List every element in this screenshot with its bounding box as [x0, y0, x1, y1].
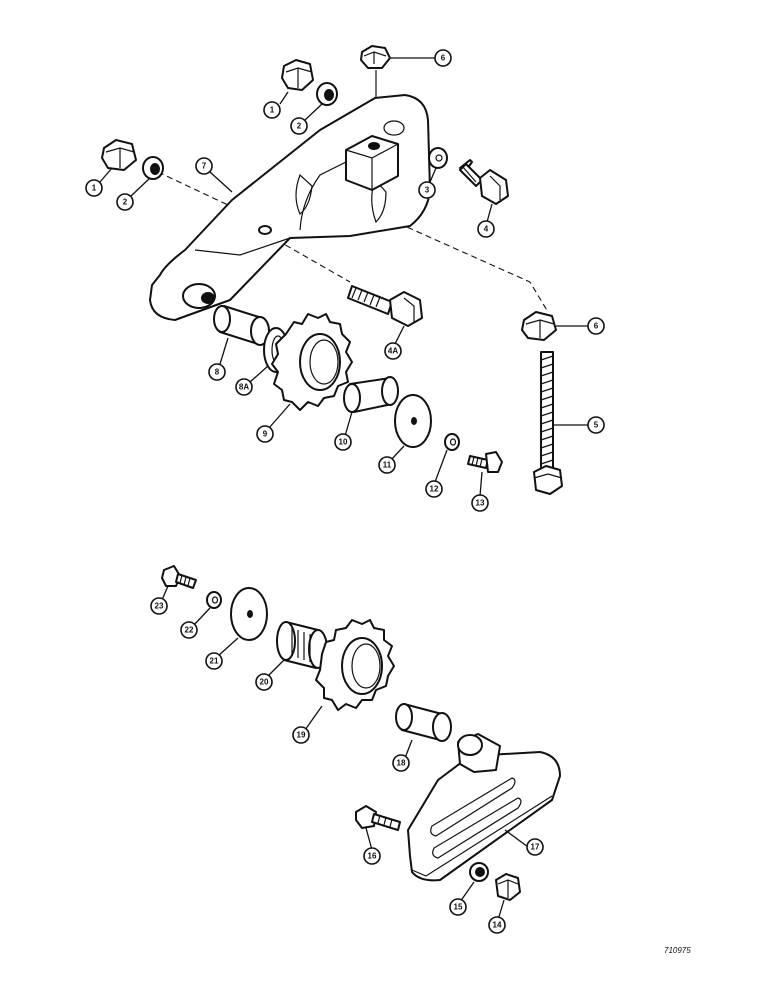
callout-23: 23: [150, 597, 168, 615]
long-bolt-5: [533, 351, 563, 495]
callout-20: 20: [255, 673, 273, 691]
callout-1-upper: 1: [263, 101, 281, 119]
svg-text:3: 3: [425, 186, 430, 195]
callout-14: 14: [488, 916, 506, 934]
bushing-8: [213, 305, 270, 346]
svg-text:14: 14: [493, 921, 502, 930]
idler-bracket: [149, 94, 431, 321]
svg-text:5: 5: [594, 421, 599, 430]
idler-arm-17: [407, 733, 561, 882]
svg-text:1: 1: [270, 106, 275, 115]
svg-text:6: 6: [441, 54, 446, 63]
washer-11: [394, 394, 432, 448]
svg-text:9: 9: [263, 430, 268, 439]
callout-6-right: 6: [587, 317, 605, 335]
svg-text:2: 2: [123, 198, 128, 207]
svg-text:18: 18: [397, 759, 406, 768]
svg-text:1: 1: [92, 184, 97, 193]
adjuster-block: [345, 135, 399, 191]
nut-14: [495, 873, 521, 901]
cap-screw-23: [161, 565, 197, 589]
washer-2-left: [142, 156, 164, 180]
svg-text:21: 21: [210, 657, 219, 666]
svg-text:8: 8: [215, 368, 220, 377]
callout-12: 12: [425, 480, 443, 498]
callout-17: 17: [526, 838, 544, 856]
callout-9: 9: [256, 425, 274, 443]
washer-21: [230, 587, 268, 641]
reference-code: 710975: [664, 946, 691, 955]
callout-21: 21: [205, 652, 223, 670]
nut-6-top: [360, 45, 391, 69]
svg-text:4A: 4A: [388, 347, 398, 356]
callout-8: 8: [208, 363, 226, 381]
svg-text:12: 12: [430, 485, 439, 494]
leader-lines: [99, 57, 589, 921]
callout-1-left: 1: [85, 179, 103, 197]
callout-16: 16: [363, 847, 381, 865]
bolt-4: [459, 159, 509, 205]
svg-text:11: 11: [383, 461, 392, 470]
callout-4a: 4A: [384, 342, 402, 360]
lock-washer-15: [469, 862, 489, 882]
bolt-4a: [347, 285, 423, 327]
svg-text:22: 22: [185, 626, 194, 635]
callout-2-upper: 2: [290, 117, 308, 135]
callout-4: 4: [477, 220, 495, 238]
callout-13: 13: [471, 494, 489, 512]
callout-7: 7: [195, 157, 213, 175]
needle-bearing-20: [276, 621, 328, 669]
svg-text:16: 16: [368, 852, 377, 861]
svg-text:2: 2: [297, 122, 302, 131]
washer-2-upper: [316, 82, 338, 106]
svg-text:13: 13: [476, 499, 485, 508]
callout-5: 5: [587, 416, 605, 434]
lock-washer-22: [206, 591, 222, 609]
alignment-line-washer-to-bracket: [157, 171, 229, 206]
svg-text:19: 19: [297, 731, 306, 740]
svg-text:23: 23: [155, 602, 164, 611]
svg-text:7: 7: [202, 162, 207, 171]
svg-text:10: 10: [339, 438, 348, 447]
svg-text:20: 20: [260, 678, 269, 687]
callout-3: 3: [418, 181, 436, 199]
svg-text:8A: 8A: [239, 383, 249, 392]
callout-11: 11: [378, 456, 396, 474]
nut-1-upper: [281, 59, 314, 91]
lock-washer-12: [444, 433, 460, 451]
callout-15: 15: [449, 898, 467, 916]
callout-2-left: 2: [116, 193, 134, 211]
washer-3: [428, 147, 448, 169]
nut-1-left: [101, 139, 137, 171]
bushing-18: [395, 703, 452, 742]
svg-text:6: 6: [594, 322, 599, 331]
svg-text:17: 17: [531, 843, 540, 852]
sprocket-9: [271, 313, 353, 411]
cap-screw-13: [467, 451, 503, 473]
bushing-10: [343, 376, 399, 413]
svg-text:4: 4: [484, 225, 489, 234]
alignment-line-bracket-to-nut: [379, 214, 549, 313]
sprocket-19: [315, 619, 395, 711]
nut-6-right: [521, 311, 557, 341]
callout-19: 19: [292, 726, 310, 744]
cap-screw-16: [355, 805, 401, 831]
callout-18: 18: [392, 754, 410, 772]
callout-10: 10: [334, 433, 352, 451]
svg-text:15: 15: [454, 903, 463, 912]
callout-6-top: 6: [434, 49, 452, 67]
callout-8a: 8A: [235, 378, 253, 396]
callout-22: 22: [180, 621, 198, 639]
callouts: 1 2 6 7 1 2 3 4 8 8A 9 4A 6 5 10 11 12 1…: [85, 49, 605, 934]
